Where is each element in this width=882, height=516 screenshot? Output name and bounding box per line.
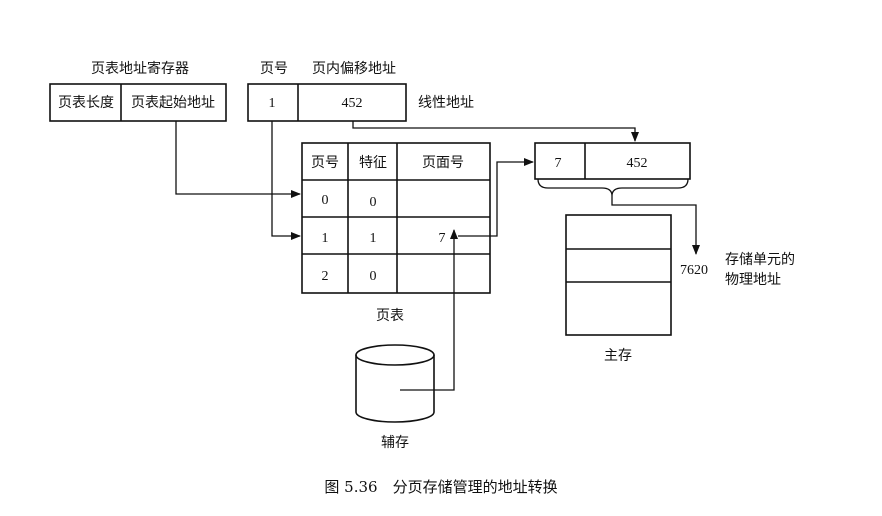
main-memory-box bbox=[565, 214, 672, 336]
page-table-label: 页表 bbox=[376, 308, 404, 324]
page-table-header-flag: 特征 bbox=[359, 155, 387, 171]
page-table-row1-frame: 7 bbox=[439, 231, 446, 246]
aux-storage-label: 辅存 bbox=[381, 435, 409, 451]
linear-offset: 452 bbox=[342, 96, 363, 111]
arrow-to-memory-unit bbox=[611, 196, 700, 255]
arrow-register-to-page-table bbox=[175, 121, 301, 198]
arrow-offset-to-physical bbox=[352, 121, 639, 142]
page-table-row2-page: 2 bbox=[322, 269, 329, 284]
physical-frame-number: 7 bbox=[555, 156, 562, 171]
page-table-row0-flag: 0 bbox=[370, 195, 377, 210]
main-memory-label: 主存 bbox=[604, 348, 632, 364]
linear-address: 页号 页内偏移地址 1 452 线性地址 bbox=[247, 61, 474, 122]
page-table-row0-page: 0 bbox=[322, 193, 329, 208]
physical-address-brace bbox=[537, 178, 689, 197]
physical-address-value: 7620 bbox=[680, 263, 708, 278]
page-table-header-page: 页号 bbox=[311, 155, 339, 171]
main-memory: 主存 bbox=[565, 214, 672, 364]
physical-address-label-line2: 物理地址 bbox=[725, 272, 781, 288]
page-table: 页号 特征 页面号 0 0 1 1 7 2 0 页表 bbox=[301, 142, 491, 324]
page-table-register: 页表地址寄存器 页表长度 页表起始地址 bbox=[49, 60, 227, 122]
page-table-row1-page: 1 bbox=[322, 231, 329, 246]
page-table-row2-flag: 0 bbox=[370, 269, 377, 284]
page-number-header: 页号 bbox=[260, 61, 288, 77]
page-table-start-address-cell: 页表起始地址 bbox=[131, 95, 215, 111]
linear-page-number: 1 bbox=[269, 96, 276, 111]
physical-address-label-line1: 存储单元的 bbox=[725, 252, 795, 268]
arrow-frame-to-physical bbox=[458, 158, 534, 237]
page-table-row1-flag: 1 bbox=[370, 231, 377, 246]
aux-storage-body bbox=[355, 355, 435, 423]
physical-offset: 452 bbox=[627, 156, 648, 171]
arrow-page-number-to-row bbox=[271, 121, 301, 240]
page-table-register-box bbox=[49, 83, 227, 122]
linear-address-box bbox=[247, 83, 407, 122]
page-table-length-cell: 页表长度 bbox=[58, 95, 114, 111]
connectors bbox=[175, 121, 700, 391]
page-table-header-frame: 页面号 bbox=[422, 155, 464, 171]
page-table-box bbox=[301, 142, 491, 294]
aux-storage-top bbox=[355, 344, 435, 366]
figure-caption: 图 5.36 分页存储管理的地址转换 bbox=[324, 478, 557, 496]
physical-address-box bbox=[534, 142, 691, 180]
page-table-register-title: 页表地址寄存器 bbox=[91, 60, 189, 77]
page-offset-header: 页内偏移地址 bbox=[312, 61, 396, 77]
aux-storage: 辅存 bbox=[355, 344, 435, 451]
physical-address: 7 452 bbox=[534, 142, 691, 197]
arrow-aux-to-frame bbox=[400, 229, 458, 391]
linear-address-label: 线性地址 bbox=[418, 95, 474, 111]
